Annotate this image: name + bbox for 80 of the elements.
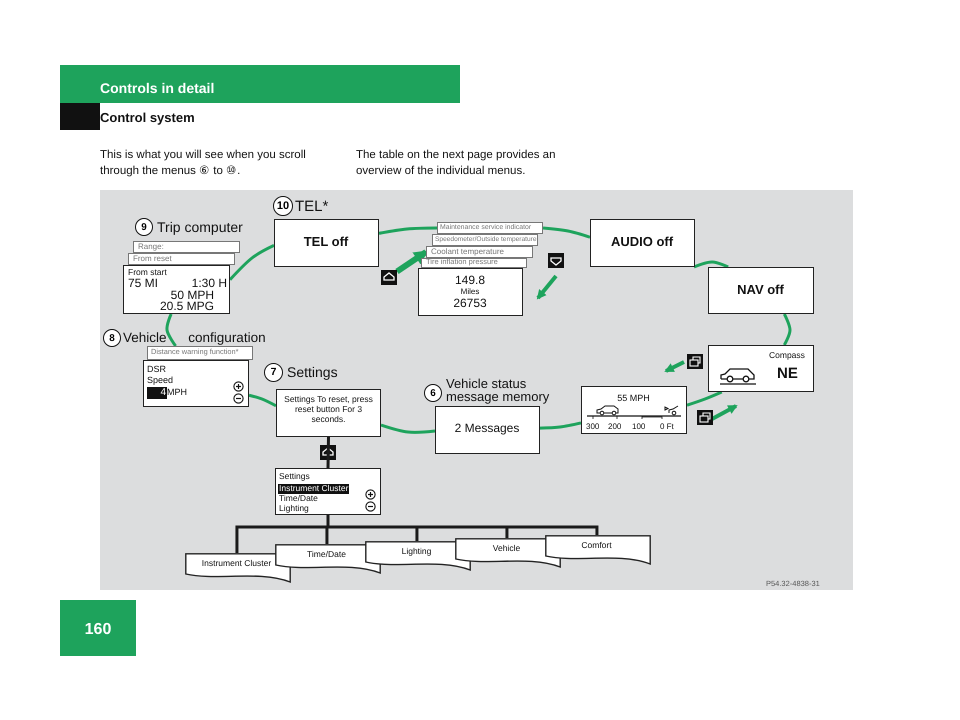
menu-page [437, 222, 543, 234]
menu-heading: Trip computer [157, 219, 243, 236]
menu-connector [542, 226, 590, 239]
screen-text: DSR [147, 364, 166, 374]
menu-page [426, 246, 533, 258]
screen-text: Compass [769, 351, 805, 361]
tree-connector [326, 436, 330, 468]
screen-text: Time/Date [306, 550, 347, 560]
arrow [395, 250, 428, 274]
screen-text: 200 [608, 422, 622, 432]
screen-text: MPH [167, 387, 187, 398]
menu-connector [248, 394, 277, 408]
menu-connector [380, 424, 436, 434]
screen-text: Lighting [279, 504, 309, 514]
display-screen [435, 406, 540, 454]
menu-heading: Vehicle status message memory [446, 377, 550, 403]
screen-text: Settings [279, 472, 310, 482]
screen-text: Time/Date [279, 494, 318, 504]
display-screen [143, 360, 249, 407]
submenu-page [185, 553, 291, 583]
menu-heading: Settings [287, 364, 338, 381]
display-screen [590, 219, 695, 267]
screen-text: 26753 [452, 297, 488, 311]
menu-connector [165, 313, 177, 347]
screen-text: Range: [138, 242, 164, 252]
menu-page [421, 258, 527, 268]
highlighted-item: Instrument Cluster [278, 484, 350, 494]
menu-heading: Vehicle configuration [123, 330, 266, 346]
screen-text: 1:30 H [190, 277, 227, 290]
screen-text: From start [128, 268, 167, 278]
screen-text: Lighting [400, 547, 432, 557]
screen-text: 149.8 [454, 274, 486, 288]
screen-text: Instrument Cluster [200, 559, 272, 569]
screen-text: TEL off [302, 235, 350, 250]
menu-connector [378, 226, 438, 235]
page-number: 160 [84, 620, 112, 640]
header-title: Controls in detail [100, 80, 214, 96]
menu-connector [540, 422, 582, 430]
screen-text: Settings To reset, press reset button For 3 seconds. [283, 394, 374, 425]
display-screen [708, 267, 814, 314]
arrow-key-icon [381, 270, 397, 285]
screen-text: 20.5 MPG [158, 300, 214, 314]
screen-text: NE [777, 365, 798, 382]
intro-paragraph: The table on the next page provides an overview of the individual menus. [356, 148, 556, 179]
menu-connector [693, 260, 729, 268]
screen-text: From reset [133, 254, 172, 264]
screen-text: Coolant temperature [431, 247, 504, 256]
display-screen [581, 386, 687, 434]
screen-text: AUDIO off [610, 235, 674, 250]
tree-connector [326, 515, 598, 535]
submenu-page [545, 535, 651, 565]
screen-text: 2 Messages [454, 422, 520, 436]
screen-text: 55 MPH [616, 393, 651, 404]
screen-text: 75 MI [128, 277, 158, 291]
menu-page [133, 241, 240, 253]
display-screen [123, 265, 230, 314]
screen-text: Comfort [580, 541, 613, 551]
menu-page [147, 346, 253, 360]
screen-text: Miles [460, 287, 480, 296]
screen-text: 0 Ft [660, 422, 674, 432]
screen-text: 300 [586, 422, 600, 432]
display-screen [275, 468, 381, 515]
menu-page [128, 253, 235, 265]
intro-paragraph: This is what you will see when you scroll through the menus ⑥ to ⑩. [100, 148, 307, 179]
menu-connector [782, 313, 792, 346]
highlighted-item: 4 [147, 387, 167, 398]
menu-page [432, 234, 538, 246]
menu-connector [686, 390, 722, 407]
screen-text: Speed [147, 375, 174, 386]
menu-connector [228, 244, 275, 281]
display-screen [274, 219, 379, 267]
display-screen [276, 389, 381, 437]
screen-text: 100 [632, 422, 646, 432]
screen-text: Vehicle [492, 544, 522, 554]
screen-text: 50 MPH [170, 289, 214, 302]
display-screen [708, 345, 814, 392]
display-screen [418, 268, 523, 316]
menu-heading: TEL* [295, 198, 328, 216]
section-heading: Control system [100, 110, 195, 126]
screen-text: NAV off [736, 283, 785, 298]
